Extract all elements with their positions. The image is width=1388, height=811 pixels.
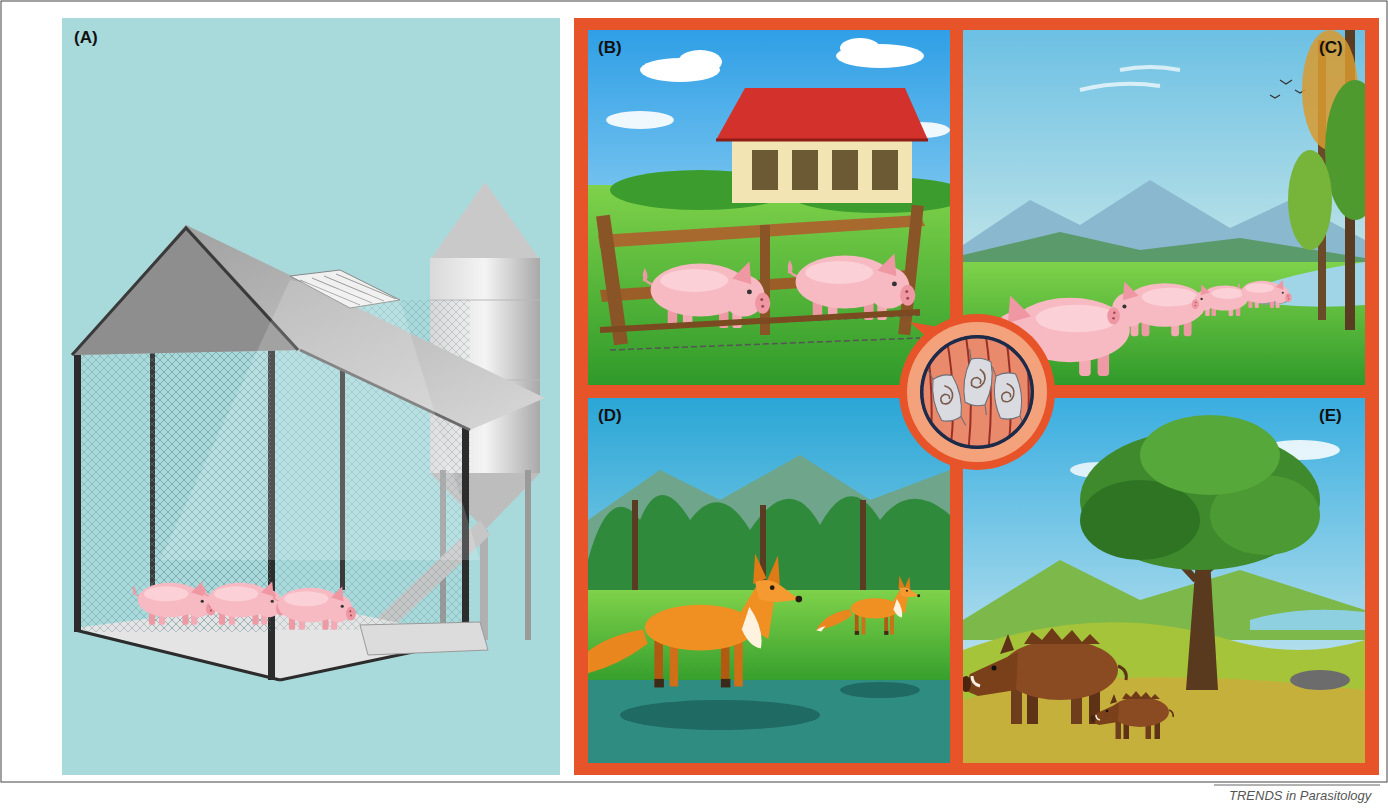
panel-letter: (A) [74, 28, 98, 48]
scene-panel: (B) [588, 30, 950, 385]
scene-panel: (A) [62, 18, 560, 775]
panel-letter: (D) [598, 406, 622, 426]
panel-letter: (B) [598, 38, 622, 58]
journal-credit: TRENDS in Parasitology [1229, 788, 1371, 803]
scene-panel: (E) [963, 398, 1365, 763]
panel-letter: (C) [1319, 38, 1343, 58]
scene-panel: (C) [963, 30, 1365, 385]
panel-letter: (E) [1319, 406, 1342, 426]
scene-panel: (D) [588, 398, 950, 763]
